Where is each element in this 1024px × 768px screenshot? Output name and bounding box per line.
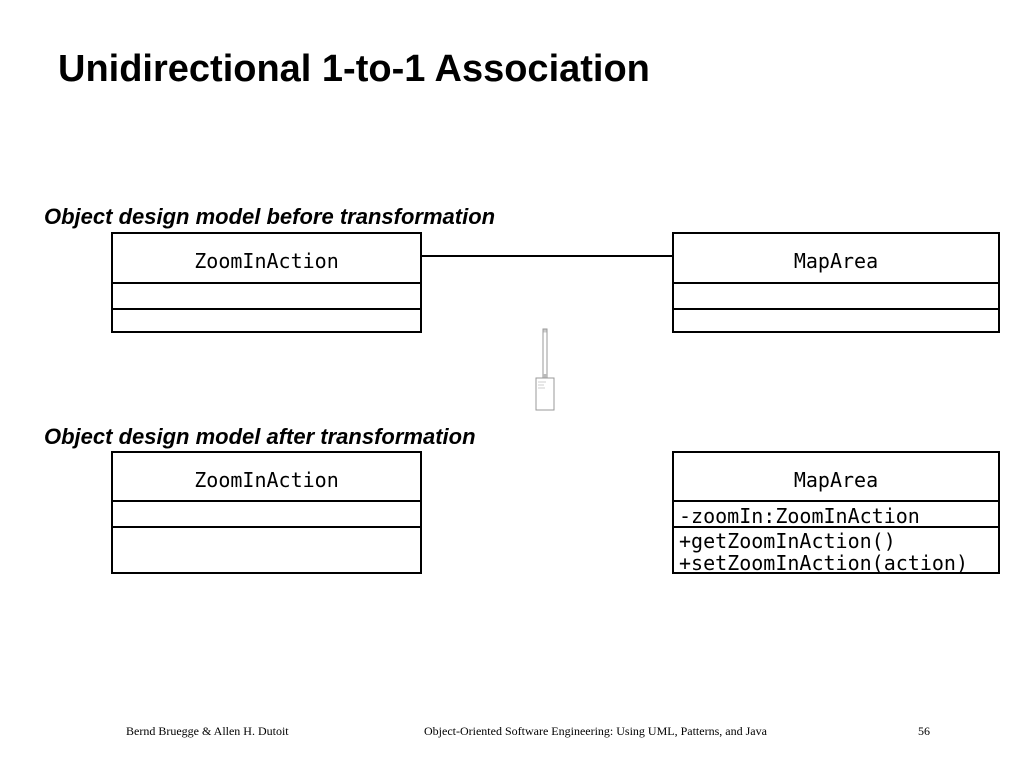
- class-divider: [113, 526, 420, 528]
- class-divider: [674, 500, 998, 502]
- slide-title: Unidirectional 1-to-1 Association: [58, 48, 650, 90]
- class-divider: [674, 526, 998, 528]
- before-zoominaction-class: ZoomInAction: [111, 232, 422, 333]
- class-divider: [113, 500, 420, 502]
- before-label: Object design model before transformatio…: [44, 204, 496, 229]
- footer-book-title: Object-Oriented Software Engineering: Us…: [424, 724, 767, 738]
- class-divider: [113, 282, 420, 284]
- class-divider: [113, 308, 420, 310]
- after-maparea-class: MapArea -zoomIn:ZoomInAction +getZoomInA…: [672, 451, 1000, 574]
- class-attribute: -zoomIn:ZoomInAction: [679, 504, 920, 528]
- class-name: MapArea: [793, 249, 879, 273]
- class-operation: +setZoomInAction(action): [679, 551, 968, 575]
- after-zoominaction-class: ZoomInAction: [111, 451, 422, 574]
- footer-page-number: 56: [918, 724, 930, 738]
- before-maparea-class: MapArea: [672, 232, 1000, 333]
- association-line: [421, 255, 673, 257]
- class-name: MapArea: [793, 468, 879, 492]
- class-name: ZoomInAction: [194, 249, 339, 273]
- class-divider: [674, 308, 998, 310]
- footer-authors: Bernd Bruegge & Allen H. Dutoit: [126, 724, 289, 738]
- class-divider: [674, 282, 998, 284]
- after-label: Object design model after transformation: [44, 424, 476, 449]
- class-name: ZoomInAction: [194, 468, 339, 492]
- transformation-icon: [535, 328, 555, 411]
- class-operation: +getZoomInAction(): [679, 529, 896, 553]
